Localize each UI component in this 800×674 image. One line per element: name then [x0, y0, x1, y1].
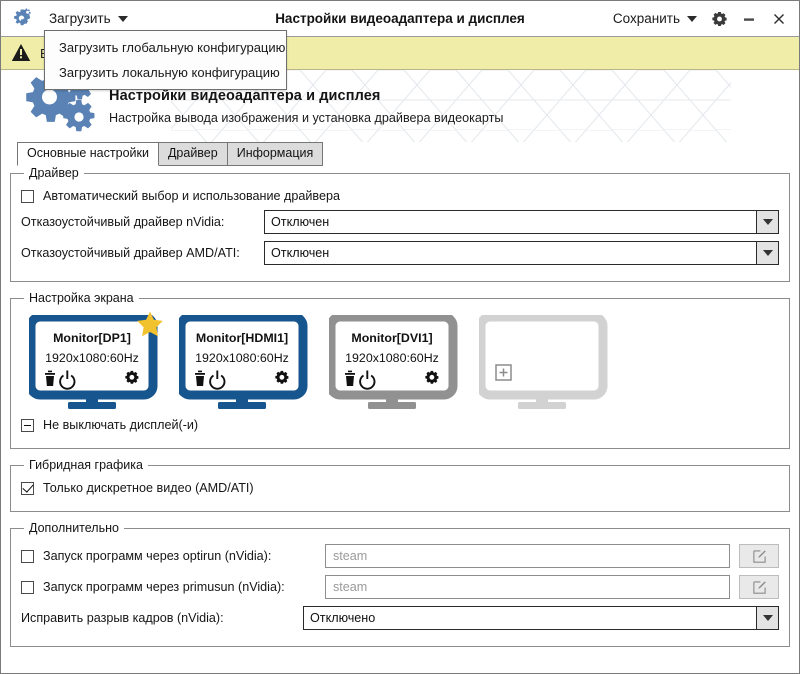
extra-group: Дополнительно Запуск программ через opti… — [10, 521, 790, 647]
nvidia-fallback-value: Отключен — [271, 215, 330, 229]
screen-group: Настройка экрана Monitor[DP1] 1920x1080:… — [10, 291, 790, 449]
chevron-down-icon[interactable] — [756, 242, 778, 264]
minimize-button[interactable] — [735, 6, 763, 32]
warning-triangle-icon — [11, 43, 31, 63]
monitor-card-add-new[interactable] — [479, 315, 611, 409]
monitor-mode-hdmi1: 1920x1080:60Hz — [195, 351, 289, 365]
menu-item-load-local[interactable]: Загрузить локальную конфигурацию — [59, 65, 280, 80]
monitor-card-hdmi1[interactable]: Monitor[HDMI1] 1920x1080:60Hz — [179, 315, 311, 409]
trash-icon — [345, 370, 355, 386]
auto-driver-label: Автоматический выбор и использование дра… — [43, 189, 340, 203]
chevron-down-icon[interactable] — [756, 607, 778, 629]
optirun-edit-button[interactable] — [739, 544, 779, 568]
optirun-label: Запуск программ через optirun (nVidia): — [43, 549, 272, 563]
tearfix-value: Отключено — [310, 611, 376, 625]
monitor-name-dp1: Monitor[DP1] — [53, 331, 131, 345]
tab-information[interactable]: Информация — [226, 142, 324, 166]
amd-fallback-row: Отказоустойчивый драйвер AMD/ATI: Отключ… — [21, 241, 779, 265]
optirun-input[interactable]: steam — [325, 544, 730, 568]
discrete-only-checkbox[interactable] — [21, 481, 34, 495]
tearfix-label: Исправить разрыв кадров (nVidia): — [21, 611, 224, 625]
banner-subtitle: Настройка вывода изображения и установка… — [109, 110, 504, 125]
close-button[interactable] — [765, 6, 793, 32]
keep-display-on-checkbox[interactable] — [21, 418, 34, 432]
keep-display-on-row: Не выключать дисплей(-и) — [21, 418, 779, 432]
edit-pencil-icon — [752, 549, 766, 563]
tab-driver[interactable]: Драйвер — [157, 142, 228, 166]
banner-title: Настройки видеоадаптера и дисплея — [109, 87, 381, 104]
load-menu-label: Загрузить — [49, 11, 111, 26]
tab-main-settings[interactable]: Основные настройки — [17, 142, 159, 166]
extra-group-legend: Дополнительно — [29, 521, 119, 535]
gears-icon — [9, 6, 37, 32]
discrete-only-label: Только дискретное видео (AMD/ATI) — [43, 481, 254, 495]
auto-driver-row: Автоматический выбор и использование дра… — [21, 189, 779, 203]
save-menu-label: Сохранить — [612, 11, 680, 26]
menu-item-load-global[interactable]: Загрузить глобальную конфигурацию — [59, 40, 286, 55]
settings-gear-button[interactable] — [705, 6, 733, 32]
trash-icon — [45, 370, 55, 386]
primusun-label: Запуск программ через primusun (nVidia): — [43, 580, 285, 594]
power-icon — [359, 370, 376, 390]
monitor-card-dvi1[interactable]: Monitor[DVI1] 1920x1080:60Hz — [329, 315, 461, 409]
edit-pencil-icon — [752, 580, 766, 594]
optirun-row: Запуск программ через optirun (nVidia): … — [21, 544, 779, 568]
monitor-card-dp1[interactable]: Monitor[DP1] 1920x1080:60Hz — [29, 311, 163, 409]
load-menu-button[interactable]: Загрузить — [41, 8, 136, 29]
primusun-input[interactable]: steam — [325, 575, 730, 599]
gear-icon — [275, 370, 289, 384]
tearfix-row: Исправить разрыв кадров (nVidia): Отключ… — [21, 606, 779, 630]
screen-group-legend: Настройка экрана — [29, 291, 134, 305]
primusun-checkbox[interactable] — [21, 580, 34, 594]
tab-bar: Основные настройки Драйвер Информация — [1, 142, 799, 166]
amd-fallback-label: Отказоустойчивый драйвер AMD/ATI: — [21, 246, 240, 260]
discrete-only-row: Только дискретное видео (AMD/ATI) — [21, 481, 779, 495]
monitor-list: Monitor[DP1] 1920x1080:60Hz — [21, 311, 779, 411]
keep-display-on-label: Не выключать дисплей(-и) — [43, 418, 199, 432]
primusun-edit-button[interactable] — [739, 575, 779, 599]
tearfix-select[interactable]: Отключено — [303, 606, 779, 630]
amd-fallback-value: Отключен — [271, 246, 330, 260]
nvidia-fallback-select[interactable]: Отключен — [264, 210, 779, 234]
hybrid-graphics-legend: Гибридная графика — [29, 458, 143, 472]
nvidia-fallback-row: Отказоустойчивый драйвер nVidia: Отключе… — [21, 210, 779, 234]
chevron-down-icon[interactable] — [756, 211, 778, 233]
monitor-mode-dp1: 1920x1080:60Hz — [45, 351, 139, 365]
auto-driver-checkbox[interactable] — [21, 189, 34, 203]
title-bar-controls: Сохранить — [607, 6, 793, 32]
monitor-name-dvi1: Monitor[DVI1] — [351, 331, 432, 345]
gear-icon — [125, 370, 139, 384]
trash-icon — [195, 370, 205, 386]
gear-icon — [425, 370, 439, 384]
power-icon — [59, 370, 76, 390]
amd-fallback-select[interactable]: Отключен — [264, 241, 779, 265]
save-menu-button[interactable]: Сохранить — [607, 8, 703, 29]
load-dropdown-menu: Загрузить глобальную конфигурацию Загруз… — [44, 30, 287, 90]
primusun-row: Запуск программ через primusun (nVidia):… — [21, 575, 779, 599]
chevron-down-icon — [687, 15, 697, 22]
driver-group-legend: Драйвер — [29, 166, 79, 180]
banner-text: Настройки видеоадаптера и дисплея Настро… — [109, 88, 503, 125]
monitor-name-hdmi1: Monitor[HDMI1] — [196, 331, 288, 345]
driver-group: Драйвер Автоматический выбор и использов… — [10, 166, 790, 282]
hybrid-graphics-group: Гибридная графика Только дискретное виде… — [10, 458, 790, 512]
tab-content-main-settings: Драйвер Автоматический выбор и использов… — [1, 166, 799, 673]
nvidia-fallback-label: Отказоустойчивый драйвер nVidia: — [21, 215, 225, 229]
power-icon — [209, 370, 226, 390]
chevron-down-icon — [117, 15, 128, 22]
monitor-mode-dvi1: 1920x1080:60Hz — [345, 351, 439, 365]
optirun-checkbox[interactable] — [21, 549, 34, 563]
star-icon — [135, 310, 165, 339]
plus-box-icon — [495, 364, 512, 381]
